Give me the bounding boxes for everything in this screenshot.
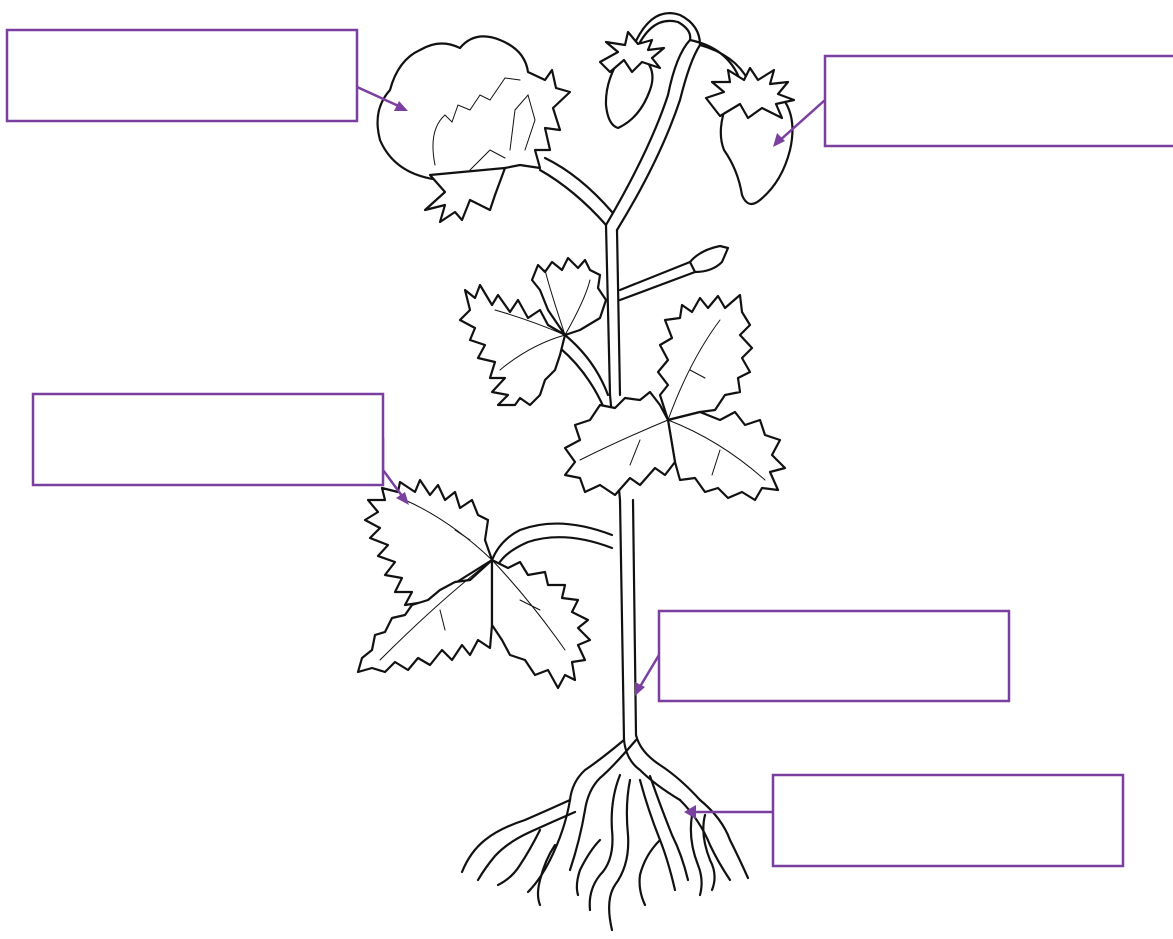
- fruit-right-illustration: [706, 68, 794, 204]
- bud-illustration: [690, 246, 728, 272]
- plant-illustration: [358, 13, 794, 930]
- arrow-stem: [635, 655, 659, 696]
- label-box-flower[interactable]: [7, 30, 357, 121]
- roots-illustration: [462, 740, 748, 930]
- label-box-fruit[interactable]: [825, 56, 1173, 146]
- label-box-stem[interactable]: [659, 611, 1009, 701]
- flower-illustration: [378, 36, 570, 222]
- leaf-mid-left-illustration: [460, 258, 606, 405]
- leaf-lower-left-illustration: [358, 480, 590, 688]
- label-box-leaf[interactable]: [33, 394, 383, 485]
- label-box-root[interactable]: [773, 775, 1123, 866]
- arrow-root: [684, 805, 773, 819]
- fruit-left-illustration: [600, 32, 664, 128]
